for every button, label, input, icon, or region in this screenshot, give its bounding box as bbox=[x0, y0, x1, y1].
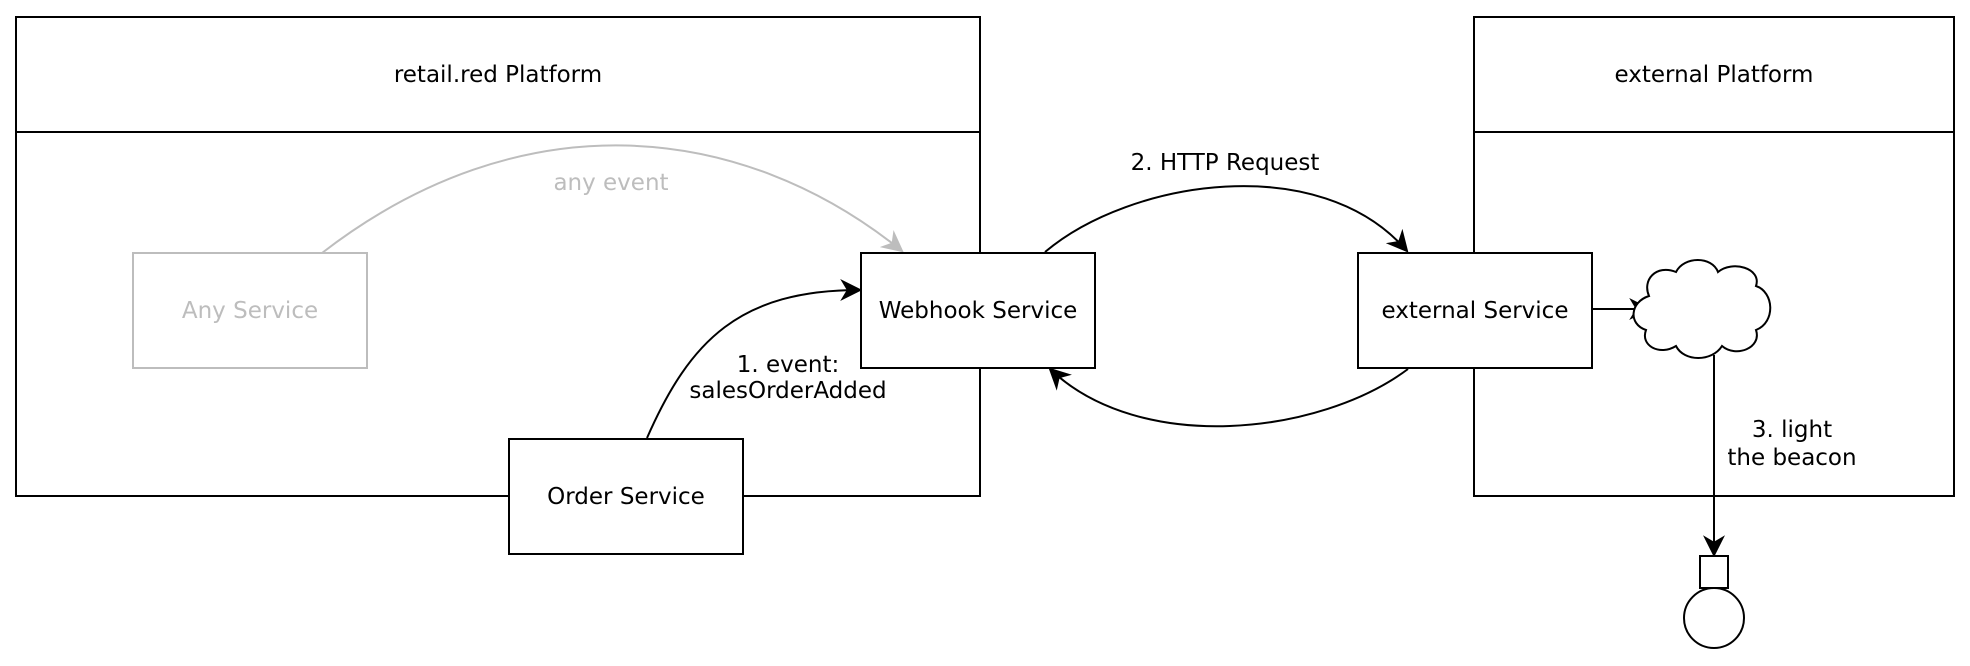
webhook-service: Webhook Service bbox=[860, 252, 1096, 369]
external-service-box bbox=[1357, 252, 1593, 369]
event-label-line1: 1. event: bbox=[737, 352, 840, 378]
order-service: Order Service bbox=[508, 438, 744, 555]
webhook-service-label: Webhook Service bbox=[879, 298, 1078, 324]
beacon-bulb bbox=[1683, 587, 1745, 649]
webhook-service-box bbox=[860, 252, 1096, 369]
any-service: Any Service bbox=[132, 252, 368, 369]
order-service-box bbox=[508, 438, 744, 555]
any-event-arrow bbox=[321, 144, 904, 254]
external-service-label: external Service bbox=[1382, 298, 1569, 324]
any-service-box bbox=[132, 252, 368, 369]
event-label-line2: salesOrderAdded bbox=[689, 378, 886, 404]
beacon-icon bbox=[1683, 555, 1745, 649]
event-arrow bbox=[646, 279, 863, 439]
beacon-label-line2: the beacon bbox=[1727, 445, 1856, 471]
cloud-icon bbox=[1632, 259, 1772, 359]
response-arrow bbox=[1048, 367, 1409, 428]
order-service-label: Order Service bbox=[547, 484, 705, 510]
any-service-label: Any Service bbox=[182, 298, 318, 324]
beacon-label-line1: 3. light bbox=[1752, 417, 1832, 443]
retail-platform-title: retail.red Platform bbox=[394, 62, 602, 88]
any-event-label: any event bbox=[553, 170, 668, 196]
http-request-label: 2. HTTP Request bbox=[1131, 150, 1320, 176]
external-platform-title: external Platform bbox=[1615, 62, 1814, 88]
http-request-arrow bbox=[1044, 185, 1409, 253]
beacon-cap bbox=[1699, 555, 1729, 589]
external-service: external Service bbox=[1357, 252, 1593, 369]
